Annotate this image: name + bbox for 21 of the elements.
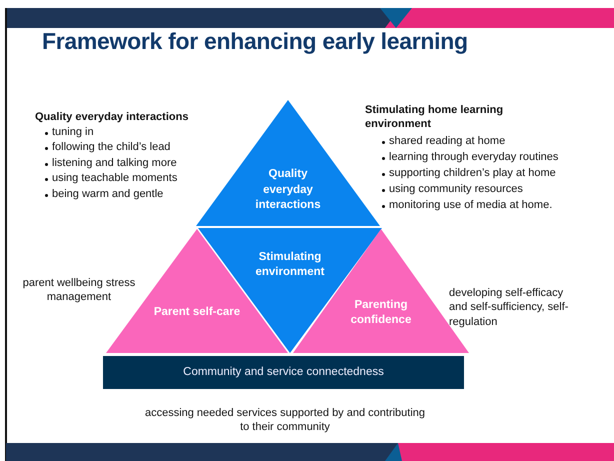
title: Framework for enhancing early learning — [42, 28, 468, 55]
node-label: Community and service connectedness — [182, 365, 385, 380]
bullet-item: supporting children’s play at home — [382, 167, 556, 179]
bullet-item: monitoring use of media at home. — [382, 199, 552, 211]
bullet-item: listening and talking more — [45, 157, 177, 169]
note-text: developing self-efficacy and self-sufficiency, self-regulation — [449, 286, 570, 329]
list-heading: Quality everyday interactions — [35, 110, 188, 124]
bullet-item: following the child’s lead — [45, 141, 170, 153]
bullet-item: learning through everyday routines — [382, 151, 558, 163]
bullet-item: using community resources — [382, 183, 523, 195]
node-label: Stimulating environment — [254, 250, 326, 280]
node-label: Parenting confidence — [350, 298, 412, 328]
banner-bar — [103, 356, 464, 389]
bullet-item: tuning in — [45, 126, 94, 138]
note-text: accessing needed services supported by and contributing to their community — [144, 406, 426, 435]
bullet-item: being warm and gentle — [45, 188, 164, 200]
bullet-item: shared reading at home — [382, 135, 506, 147]
bullet-item: using teachable moments — [45, 172, 178, 184]
node-label: Parent self-care — [152, 305, 242, 320]
note-text: parent wellbeing stress management — [22, 276, 136, 305]
node-label: Quality everyday interactions — [254, 167, 322, 214]
